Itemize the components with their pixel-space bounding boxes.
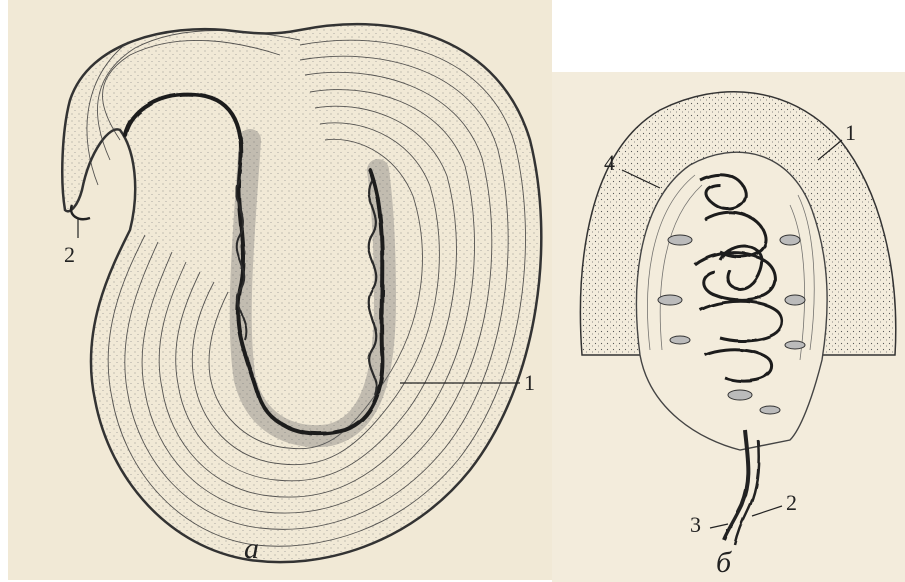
panel-a-label-2: 2 (64, 242, 75, 267)
panel-b-label-2: 2 (786, 490, 797, 515)
panel-b-label-4: 4 (604, 150, 615, 175)
panel-a-letter: a (244, 532, 259, 565)
panel-a-label-1: 1 (524, 370, 535, 395)
panel-b-label-3: 3 (690, 512, 701, 537)
panel-b-label-1: 1 (845, 120, 856, 145)
panel-b-letter: б (716, 546, 732, 579)
